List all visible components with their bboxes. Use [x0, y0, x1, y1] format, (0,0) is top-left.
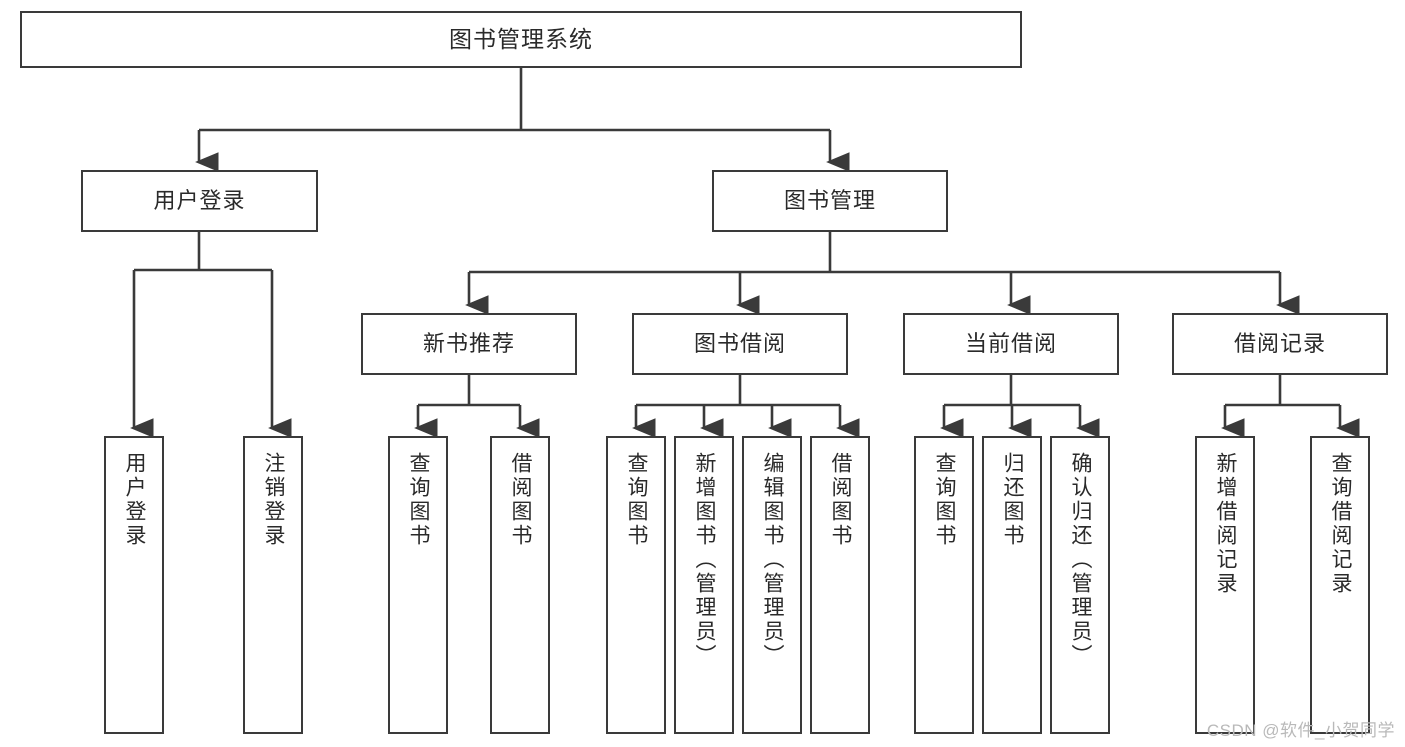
node-label: 查询图书 [933, 452, 957, 548]
node-label: 注销登录 [262, 452, 286, 548]
node-book-management[interactable]: 图书管理 [712, 170, 948, 232]
node-label: 查询图书 [407, 452, 431, 548]
leaf-user-login-logout[interactable]: 注销登录 [243, 436, 303, 734]
node-label: 新增借阅记录 [1214, 452, 1238, 596]
leaf-new-book-query[interactable]: 查询图书 [388, 436, 448, 734]
leaf-new-book-borrow[interactable]: 借阅图书 [490, 436, 550, 734]
node-root-system[interactable]: 图书管理系统 [20, 11, 1022, 68]
leaf-book-borrow-query[interactable]: 查询图书 [606, 436, 666, 734]
leaf-current-borrow-return[interactable]: 归还图书 [982, 436, 1042, 734]
node-label: 归还图书 [1001, 452, 1025, 548]
node-label: 用户登录 [123, 452, 147, 548]
leaf-book-borrow-borrow[interactable]: 借阅图书 [810, 436, 870, 734]
node-label: 借阅记录 [1233, 330, 1326, 356]
node-label: 查询借阅记录 [1329, 452, 1353, 596]
node-new-book-recommend[interactable]: 新书推荐 [361, 313, 577, 375]
node-label: 新书推荐 [422, 330, 515, 356]
leaf-borrow-record-add[interactable]: 新增借阅记录 [1195, 436, 1255, 734]
node-label: 当前借阅 [964, 330, 1057, 356]
node-label: 编辑图书（管理员） [761, 452, 785, 668]
leaf-book-borrow-edit[interactable]: 编辑图书（管理员） [742, 436, 802, 734]
node-label: 借阅图书 [509, 452, 533, 548]
node-label: 新增图书（管理员） [693, 452, 717, 668]
leaf-borrow-record-query[interactable]: 查询借阅记录 [1310, 436, 1370, 734]
node-label: 图书管理 [783, 187, 876, 213]
node-borrow-record[interactable]: 借阅记录 [1172, 313, 1388, 375]
leaf-current-borrow-query[interactable]: 查询图书 [914, 436, 974, 734]
node-user-login[interactable]: 用户登录 [81, 170, 318, 232]
node-label: 用户登录 [153, 187, 246, 213]
node-book-borrow[interactable]: 图书借阅 [632, 313, 848, 375]
node-label: 图书借阅 [693, 330, 786, 356]
node-label: 确认归还（管理员） [1069, 452, 1093, 668]
leaf-user-login-login[interactable]: 用户登录 [104, 436, 164, 734]
leaf-current-borrow-confirm-return[interactable]: 确认归还（管理员） [1050, 436, 1110, 734]
csdn-watermark: CSDN @软件_小贺同学 [1206, 721, 1395, 740]
leaf-book-borrow-add[interactable]: 新增图书（管理员） [674, 436, 734, 734]
node-current-borrow[interactable]: 当前借阅 [903, 313, 1119, 375]
node-label: 图书管理系统 [449, 25, 593, 52]
node-label: 借阅图书 [829, 452, 853, 548]
node-label: 查询图书 [625, 452, 649, 548]
